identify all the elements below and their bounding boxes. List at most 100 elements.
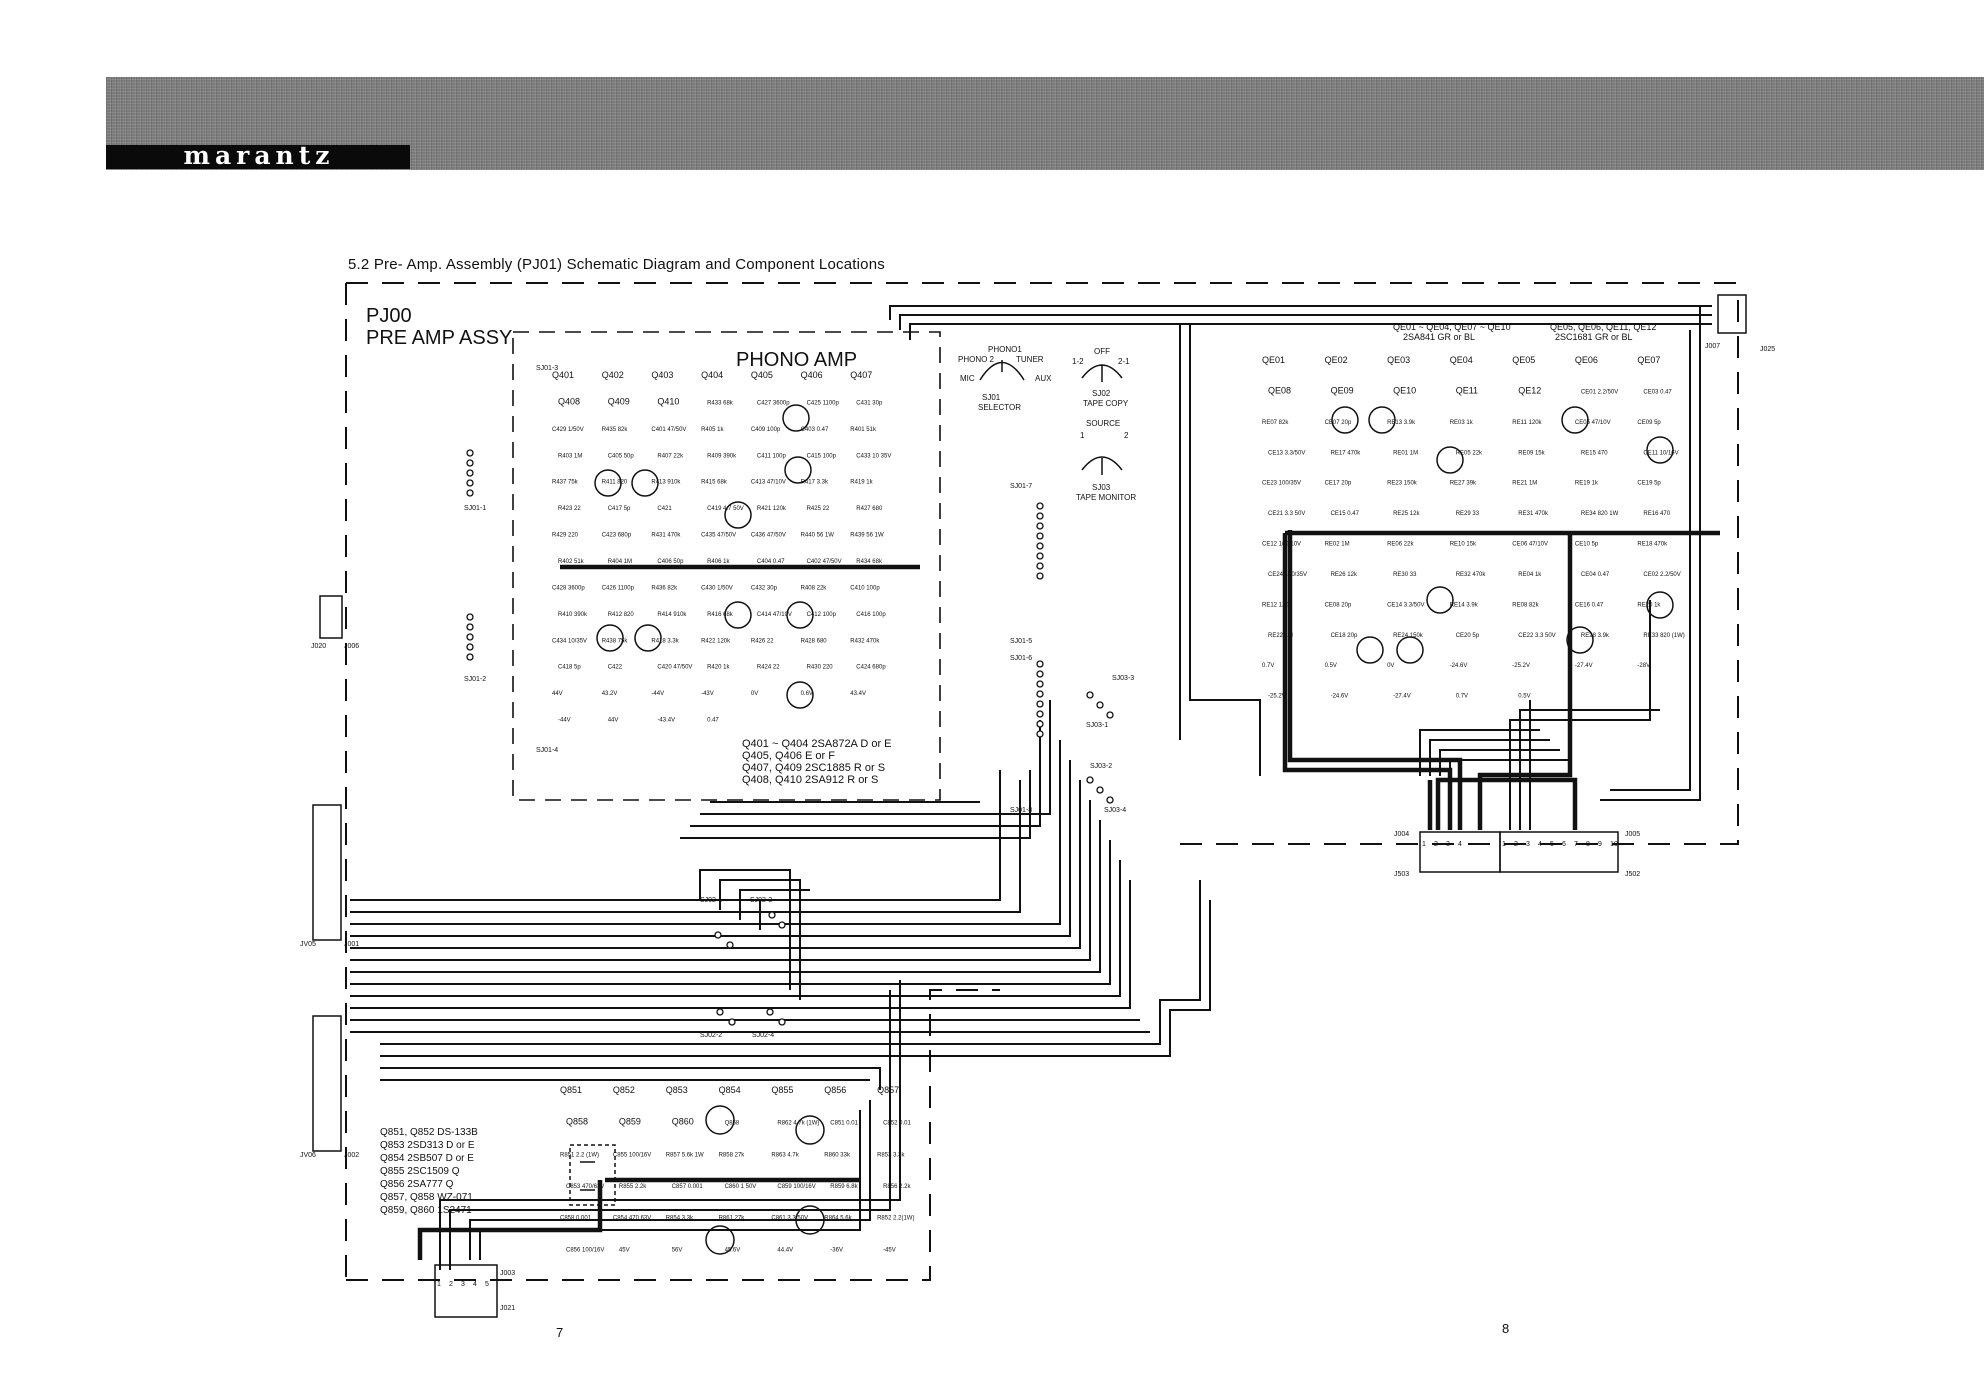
component-value: CE23 100/35V — [1262, 481, 1301, 487]
transistor-label: QE10 — [1393, 385, 1416, 395]
sj03-role-label: TAPE MONITOR — [1076, 493, 1136, 502]
component-value: R405 1k — [701, 427, 724, 433]
component-value: R422 120k — [701, 638, 731, 644]
pin-number: 7 — [1574, 841, 1578, 848]
component-value: R863 4.7k — [771, 1152, 799, 1158]
component-value: R403 1M — [558, 453, 582, 459]
pin-number: 2 — [449, 1281, 453, 1288]
component-value: R420 1k — [707, 665, 730, 671]
component-value: R854 3.3k — [666, 1216, 694, 1222]
voltage-label: 0V — [1387, 663, 1394, 669]
component-value: C423 680p — [602, 533, 632, 539]
pin-number: 1 — [437, 1281, 441, 1288]
transistor-label: QE07 — [1637, 355, 1660, 365]
component-value: RE32 470k — [1456, 572, 1487, 578]
transistor-label: QE11 — [1456, 385, 1478, 395]
component-value: R414 910k — [657, 612, 687, 618]
component-value: C427 3600p — [757, 400, 790, 406]
component-value: R402 51k — [558, 559, 585, 565]
component-value: CE07 20p — [1325, 420, 1352, 426]
transistor-label: Q405 — [751, 370, 773, 380]
transistor-label: QE04 — [1450, 355, 1473, 365]
phono-amp-title: PHONO AMP — [736, 349, 857, 371]
voltage-label: -27.4V — [1393, 694, 1411, 700]
component-value: RE20 1k — [1637, 602, 1661, 608]
voltage-label: 45V — [619, 1247, 630, 1253]
component-value: C425 1100p — [807, 400, 840, 406]
component-value: R861 27k — [719, 1216, 746, 1222]
tone-note-1: QE01 ~ QE04, QE07 ~ QE10 — [1393, 322, 1511, 332]
power-note-7: Q859, Q860 1S2471 — [380, 1205, 472, 1216]
component-value: R401 51k — [850, 427, 877, 433]
component-value: R426 22 — [751, 638, 774, 644]
component-value: C429 1/50V — [552, 427, 584, 433]
component-value: C854 470 63V — [613, 1216, 651, 1222]
component-value: RE16 470 — [1643, 511, 1670, 517]
component-value: CE20 5p — [1456, 633, 1480, 639]
component-value: R415 68k — [701, 480, 728, 486]
component-value: CE18 20p — [1331, 633, 1358, 639]
page-number-left: 7 — [556, 1325, 564, 1340]
transistor-notes: Q401 ~ Q404 2SA872A D or E Q405, Q406 E … — [380, 322, 1656, 1216]
switch-label: SJ01-3 — [536, 365, 558, 372]
transistor-label: Q401 — [552, 370, 574, 380]
component-value: CE06 47/10V — [1512, 542, 1548, 548]
connector-label: J002 — [344, 1152, 359, 1159]
component-value: CE04 0.47 — [1581, 572, 1610, 578]
phono-note-3: Q407, Q409 2SC1885 R or S — [742, 762, 885, 774]
switch-label: SJ03-2 — [1090, 763, 1112, 770]
component-value: R416 68k — [707, 612, 734, 618]
component-value: RE13 3.9k — [1387, 420, 1416, 426]
component-value: C861 3.3/50V — [771, 1216, 808, 1222]
assembly-subtitle: PRE AMP ASSY — [366, 327, 512, 349]
transistor-label: Q857 — [877, 1085, 899, 1095]
component-value: CE13 3.3/50V — [1268, 450, 1305, 456]
transistor-label: QE01 — [1262, 355, 1285, 365]
sj01-role-label: SELECTOR — [978, 403, 1021, 412]
component-value: RE28 3.9k — [1581, 633, 1610, 639]
voltage-label: -24.6V — [1450, 663, 1468, 669]
sj02-name-label: SJ02 — [1092, 389, 1111, 398]
pin-number: 3 — [1526, 841, 1530, 848]
component-value: C430 1/50V — [701, 585, 733, 591]
component-value: C401 47/50V — [651, 427, 686, 433]
voltage-label: -44V — [558, 718, 571, 724]
component-value: RE27 39k — [1450, 481, 1477, 487]
transistor-label: QE02 — [1325, 355, 1348, 365]
transistor-label: Q410 — [657, 396, 679, 406]
pin-number: 9 — [1598, 841, 1602, 848]
component-value: CE21 3.3 50V — [1268, 511, 1305, 517]
component-value: C413 47/10V — [751, 480, 786, 486]
voltage-label: 0.5V — [1325, 663, 1337, 669]
connector-label: J006 — [344, 643, 359, 650]
component-value: C404 0.47 — [757, 559, 785, 565]
component-value: R432 470k — [850, 638, 880, 644]
voltage-label: 56V — [672, 1247, 683, 1253]
component-value: Q858 — [725, 1121, 740, 1127]
component-value: C853 470/63V — [566, 1184, 604, 1190]
switch-label: SJ01-2 — [464, 676, 486, 683]
voltage-label: 0.5V — [1518, 694, 1530, 700]
component-value: CE16 0.47 — [1575, 602, 1604, 608]
component-value: RE01 1M — [1393, 450, 1418, 456]
sj01-phono1-label: PHONO1 — [988, 345, 1022, 354]
component-value: RE06 22k — [1387, 542, 1414, 548]
voltage-label: 44V — [608, 718, 619, 724]
component-value: R431 470k — [651, 533, 681, 539]
switch-labels: SJ01-1 SJ01-2 SJ01-3 SJ01-4 SJ01-5 SJ01-… — [464, 365, 1134, 1039]
voltage-label: 43.4V — [850, 691, 866, 697]
switch-label: SJ01-6 — [1010, 655, 1032, 662]
component-value: C855 100/16V — [613, 1152, 651, 1158]
voltage-label: -43V — [701, 691, 714, 697]
component-value: CE08 20p — [1325, 602, 1352, 608]
component-value: RE26 12k — [1331, 572, 1358, 578]
component-value: C402 47/50V — [807, 559, 842, 565]
voltage-label: -24.6V — [1331, 694, 1349, 700]
connector-label: J502 — [1625, 871, 1640, 878]
component-value: R413 910k — [651, 480, 681, 486]
switch-label: SJ03-4 — [1104, 807, 1126, 814]
component-value: R411 820 — [602, 480, 628, 486]
component-value: R408 22k — [801, 585, 828, 591]
